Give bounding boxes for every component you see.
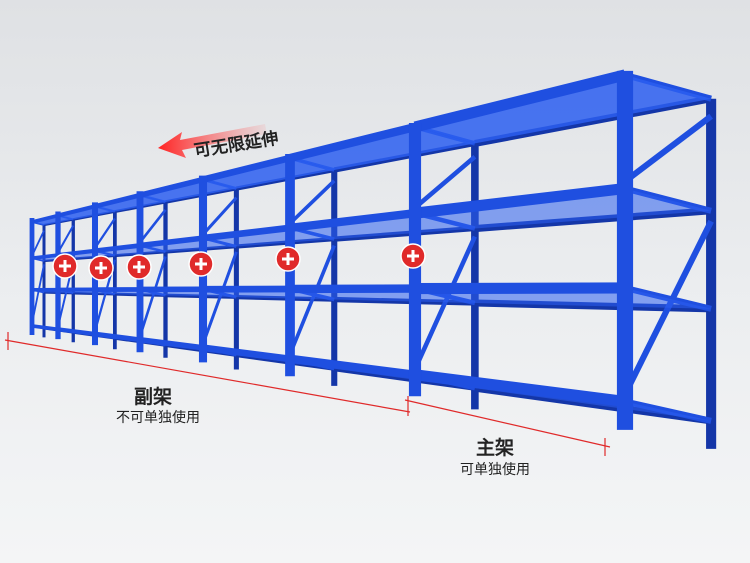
front-beam [202,344,291,363]
front-beam [94,243,141,254]
rack-frames [29,69,717,449]
front-beam [414,182,626,219]
extend-arrow-icon [158,124,267,158]
shelf-deck [290,213,475,240]
shelf-deck [203,227,335,247]
shelf-deck [290,127,475,171]
diagonal-brace [201,196,238,236]
front-beam [289,354,416,379]
connectors [52,243,426,281]
sub-frame-title: 副架 [134,386,173,408]
main-frame-title: 主架 [476,437,515,459]
front-beam [413,69,627,133]
plus-icon [188,251,214,277]
shelf-deck [58,206,115,220]
front-beam [31,213,59,224]
plus-icon [52,253,78,279]
plus-icon [126,254,152,280]
front-beam [414,369,626,408]
shelf-deck [95,195,166,212]
diagonal-brace [201,251,238,345]
diagonal-brace [138,208,167,244]
front-beam [288,122,417,163]
diagonal-brace [623,113,713,184]
front-beam [414,282,626,295]
shelf-deck [415,74,712,144]
plus-glyph [407,250,419,262]
front-beam [31,324,59,332]
plus-icon [400,243,426,269]
plus-icon [88,255,114,281]
main-frame-note: 可单独使用 [460,462,530,478]
sub-frame-dimension-line [4,339,411,413]
shelf-deck [140,179,237,202]
front-beam [31,253,59,260]
dimension-lines [4,332,611,456]
front-beam [94,192,141,209]
front-beam [139,176,204,198]
diagonal-brace [622,219,714,396]
front-beam [139,336,204,351]
diagonal-brace [412,235,477,371]
diagonal-brace [138,256,167,337]
diagonal-brace [288,244,336,356]
main-frame-dimension-line [404,399,611,448]
diagonal-brace [94,217,116,249]
plus-icon [275,246,301,272]
diagonal-brace [288,179,336,225]
plus-glyph [59,260,71,272]
sub-frame-note: 不可单独使用 [116,410,200,426]
shelf-deck [140,238,237,252]
plus-glyph [282,253,294,265]
shelf-deck [203,158,335,189]
front-beam [57,204,96,218]
diagonal-brace [413,154,477,210]
front-beam [94,331,141,343]
shelf-deck [95,245,166,256]
plus-glyph [95,262,107,274]
front-beam [202,224,291,242]
front-beam [57,327,96,337]
shelf-deck [32,215,74,225]
front-beam [202,154,291,183]
front-beam [139,235,204,249]
plus-glyph [133,261,145,273]
front-beam [289,209,416,233]
shelf-deck [415,188,712,229]
plus-glyph [195,258,207,270]
